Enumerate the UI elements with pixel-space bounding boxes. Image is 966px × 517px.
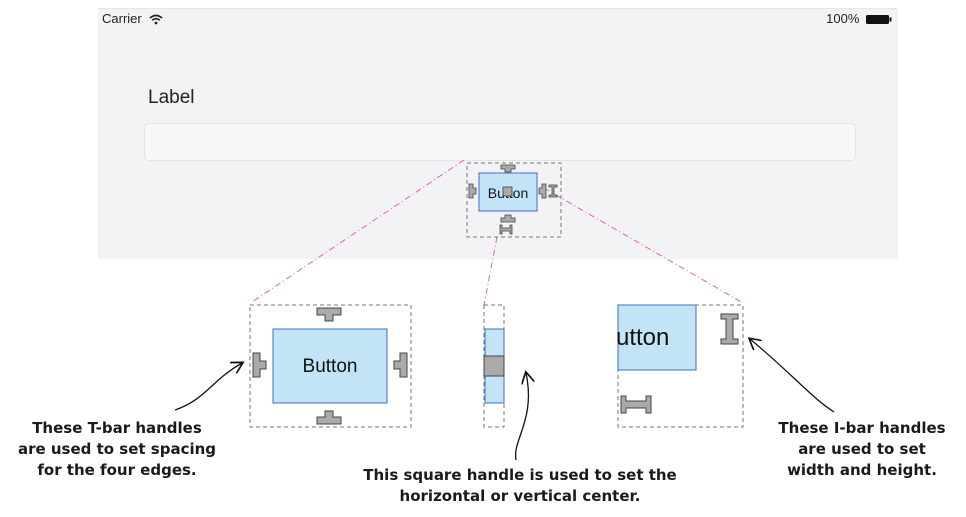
note-ibar-handles: These I-bar handles are used to set widt… <box>760 418 964 481</box>
button-zoom-partial <box>617 304 697 371</box>
zoom-tbar-handles: Button <box>249 304 412 428</box>
note-tbar-line-2: are used to set spacing <box>17 440 217 458</box>
selected-button-small[interactable]: Button <box>466 162 562 238</box>
button-zoom-label: Button <box>303 356 358 377</box>
battery-percent: 100% <box>826 11 860 26</box>
status-bar-battery: 100% <box>826 11 892 26</box>
arrow-ibar <box>750 339 835 413</box>
tbar-handle-bottom[interactable] <box>316 410 342 425</box>
carrier-text: Carrier <box>102 11 142 26</box>
zoom-line-right <box>543 187 744 304</box>
center-handle-small[interactable] <box>502 186 513 197</box>
zoom-ibar-handles: utton <box>616 304 744 428</box>
tbar-handle-top[interactable] <box>316 307 342 322</box>
tbar-handle-right-small[interactable] <box>538 183 547 199</box>
tbar-handle-left-small[interactable] <box>468 183 477 199</box>
ios-simulator-screen: Carrier 100% Label <box>98 8 898 259</box>
ibar-handle-width[interactable] <box>620 395 652 414</box>
selection-box-zoom-left <box>249 304 412 428</box>
selection-box-zoom-right <box>617 304 744 428</box>
center-square-handle[interactable] <box>483 355 505 377</box>
wifi-icon <box>149 14 163 25</box>
zoom-guide-lines <box>251 159 744 306</box>
button-zoom[interactable] <box>272 328 388 404</box>
ibar-handle-height[interactable] <box>720 313 739 345</box>
note-tbar-handles: These T-bar handles are used to set spac… <box>4 418 230 481</box>
note-ibar-line-2: are used to set <box>798 440 926 458</box>
note-ibar-line-1: These I-bar handles <box>778 419 946 437</box>
battery-icon <box>866 15 892 25</box>
zoom-line-center <box>483 236 498 306</box>
note-tbar-line-1: These T-bar handles <box>32 419 202 437</box>
tbar-handle-bottom-small[interactable] <box>500 214 516 223</box>
note-square-handle: This square handle is used to set the ho… <box>330 465 710 507</box>
ibar-handle-height-small[interactable] <box>548 184 558 198</box>
zoom-center-handle <box>483 304 505 428</box>
text-field[interactable] <box>144 123 856 161</box>
arrow-square <box>514 373 529 461</box>
note-ibar-line-3: width and height. <box>787 461 937 479</box>
button-zoom-partial-label: utton <box>616 324 669 351</box>
tbar-handle-right[interactable] <box>393 352 408 378</box>
note-square-line-1: This square handle is used to set the <box>363 466 677 484</box>
status-bar-carrier: Carrier <box>102 11 163 26</box>
form-label: Label <box>148 87 195 108</box>
zoom-line-left <box>251 159 465 303</box>
callout-arrows <box>174 339 835 461</box>
ibar-handle-width-small[interactable] <box>499 224 513 235</box>
note-square-line-2: horizontal or vertical center. <box>399 487 641 505</box>
tbar-handle-left[interactable] <box>252 352 267 378</box>
arrow-tbar <box>174 363 242 411</box>
note-tbar-line-3: for the four edges. <box>37 461 197 479</box>
tbar-handle-top-small[interactable] <box>500 164 516 173</box>
